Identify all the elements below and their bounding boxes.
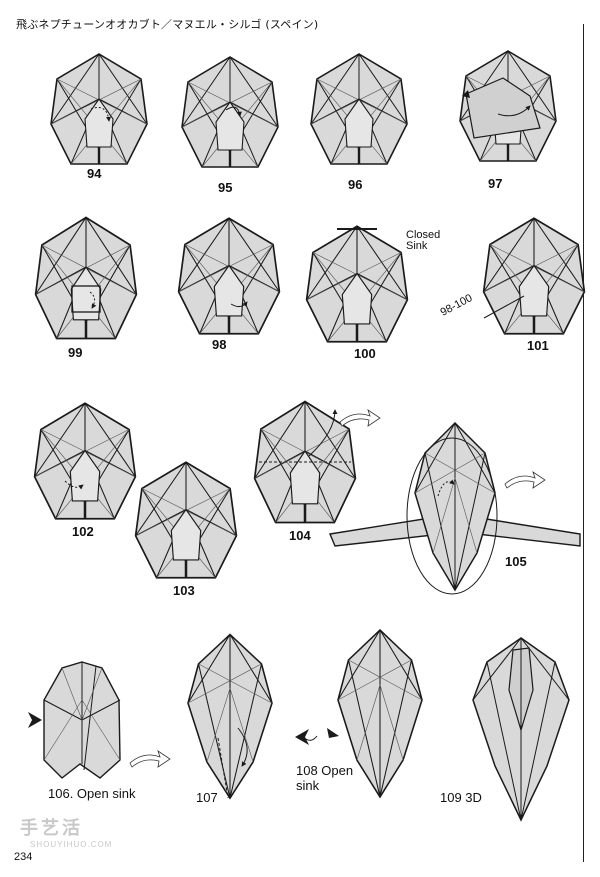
step-103-diagram — [134, 460, 239, 580]
step-104-label: 104 — [289, 528, 311, 543]
step-100-label: 100 — [354, 346, 376, 361]
step-105-label: 105 — [505, 554, 527, 569]
watermark-text: 手艺活 — [20, 818, 83, 839]
step-96-label: 96 — [348, 177, 363, 192]
turn-over-arrow-106 — [129, 750, 174, 769]
step-102-diagram — [33, 401, 138, 521]
step-94-label: 94 — [87, 166, 102, 181]
step-106-diagram — [24, 660, 134, 785]
page-number: 234 — [14, 851, 33, 863]
step-97-diagram — [453, 46, 563, 166]
step-107-diagram — [185, 628, 275, 813]
step-100-diagram — [305, 224, 410, 344]
step-101-label: 101 — [527, 338, 549, 353]
step-102-label: 102 — [72, 524, 94, 539]
step-98-label: 98 — [212, 337, 227, 352]
step-99-diagram — [34, 216, 139, 341]
step-107-label: 107 — [196, 790, 218, 805]
range-note: 98-100 — [438, 292, 475, 319]
step-108-label: 108 Open sink — [296, 763, 354, 793]
step-94-diagram — [49, 52, 149, 167]
closed-sink-note: Closed Sink — [406, 229, 441, 252]
page-border-line — [583, 24, 584, 862]
step-105-diagram — [329, 404, 585, 599]
step-98-diagram — [177, 216, 282, 336]
step-104-diagram — [253, 400, 358, 525]
open-sink-arrows-108 — [295, 726, 341, 748]
step-97-label: 97 — [488, 176, 503, 191]
step-109-diagram — [466, 632, 576, 822]
step-95-diagram — [180, 55, 280, 170]
step-101-diagram — [482, 216, 587, 336]
step-96-diagram — [309, 52, 409, 167]
step-103-label: 103 — [173, 583, 195, 598]
step-95-label: 95 — [218, 180, 233, 195]
step-109-label: 109 3D — [440, 790, 482, 805]
step-99-label: 99 — [68, 345, 83, 360]
step-106-label: 106. Open sink — [48, 786, 136, 801]
watermark-url: SHOUYIHUO.COM — [30, 840, 113, 849]
page-header: 飛ぶネプチューンオオカブト／マヌエル・シルゴ (スペイン) — [16, 18, 319, 31]
